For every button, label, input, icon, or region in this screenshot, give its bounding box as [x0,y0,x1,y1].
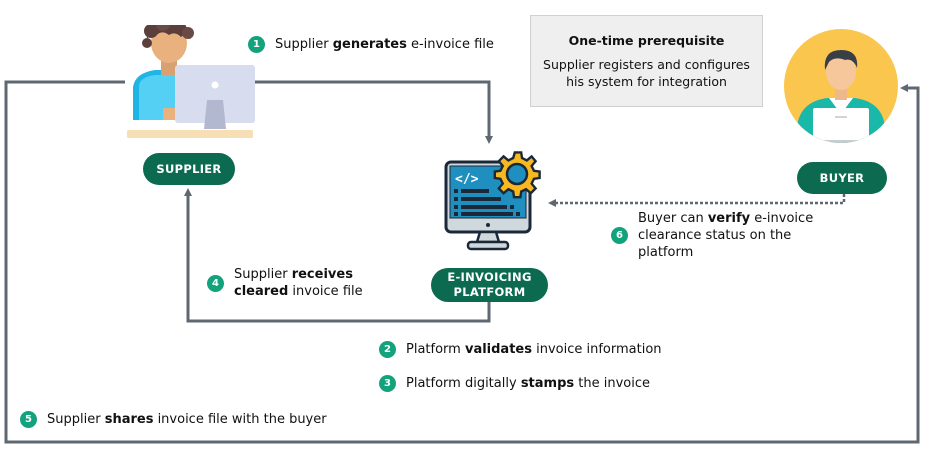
step-1-badge: 1 [248,36,265,53]
step-2: 2 Platform validates invoice information [379,341,662,358]
prerequisite-body: Supplier registers and configures his sy… [531,56,762,90]
flow-receive-connector [184,188,491,323]
flow-generate-connector [255,80,493,144]
prerequisite-title: One-time prerequisite [568,33,725,48]
step-6-badge: 6 [611,227,628,244]
step-6: 6 Buyer can verify e-invoice clearance s… [611,210,813,261]
supplier-label-text: SUPPLIER [156,161,222,176]
step-1-text: Supplier generates e-invoice file [275,37,494,52]
step-1: 1 Supplier generates e-invoice file [248,36,494,53]
platform-label-line2: PLATFORM [453,285,526,299]
step-2-text: Platform validates invoice information [406,342,662,357]
buyer-with-laptop-icon [784,29,898,143]
monitor-code-gear-icon: </> [444,151,541,251]
prerequisite-body-line1: Supplier registers and configures [543,57,750,72]
step-5: 5 Supplier shares invoice file with the … [20,411,327,428]
flow-share-connector [4,80,920,444]
step-4-badge: 4 [207,274,224,292]
step-5-badge: 5 [20,411,37,428]
flow-verify-connector [548,194,846,207]
step-4: 4 Supplier receives cleared invoice file [207,266,363,300]
step-5-text: Supplier shares invoice file with the bu… [47,412,327,427]
supplier-at-computer-icon [127,25,255,138]
prerequisite-body-line2: his system for integration [566,74,727,89]
step-4-text: Supplier receives cleared invoice file [234,267,363,299]
platform-label-line1: E-INVOICING [447,270,532,284]
platform-label: E-INVOICING PLATFORM [431,268,548,302]
step-3-badge: 3 [379,375,396,392]
step-3: 3 Platform digitally stamps the invoice [379,375,650,392]
step-3-text: Platform digitally stamps the invoice [406,376,650,391]
one-time-prerequisite-box: One-time prerequisite Supplier registers… [530,15,763,107]
step-6-text: Buyer can verify e-invoice clearance sta… [638,211,814,260]
buyer-label-text: BUYER [819,170,865,185]
supplier-label: SUPPLIER [143,153,235,185]
step-2-badge: 2 [379,341,396,358]
buyer-label: BUYER [797,162,887,194]
svg-text:</>: </> [455,172,479,187]
